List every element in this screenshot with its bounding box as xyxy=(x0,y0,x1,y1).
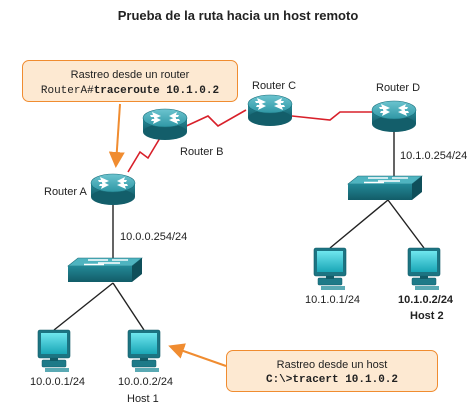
router-c-icon[interactable] xyxy=(247,94,293,127)
router-d-label: Router D xyxy=(376,82,421,94)
host-callout-arrow xyxy=(168,343,227,367)
pc-host2-icon[interactable] xyxy=(407,247,441,291)
left-pc1-ip: 10.0.0.1/24 xyxy=(30,376,86,388)
switch-right-icon[interactable] xyxy=(347,175,423,201)
router-callout-command-line: RouterA#traceroute 10.1.0.2 xyxy=(23,83,237,99)
switch-left-icon[interactable] xyxy=(67,257,143,283)
host-trace-callout: Rastreo desde un host C:\>tracert 10.1.0… xyxy=(226,350,438,392)
router-a-label: Router A xyxy=(44,186,87,198)
host2-ip: 10.1.0.2/24 xyxy=(398,294,454,306)
ethernet-links xyxy=(53,130,425,331)
host-callout-title: Rastreo desde un host xyxy=(276,359,388,371)
router-b-icon[interactable] xyxy=(142,108,188,141)
router-callout-title: Rastreo desde un router xyxy=(70,69,190,81)
router-callout-arrow xyxy=(108,103,125,168)
diagram-title: Prueba de la ruta hacia un host remoto xyxy=(117,8,359,23)
pc-right-1-icon[interactable] xyxy=(313,247,347,291)
pc-left-1-icon[interactable] xyxy=(37,329,71,373)
host1-ip: 10.0.0.2/24 xyxy=(118,376,174,388)
pc-host1-icon[interactable] xyxy=(127,329,161,373)
serial-links xyxy=(127,109,372,173)
gateway-d-label: 10.1.0.254/24 xyxy=(400,150,468,162)
router-d-icon[interactable] xyxy=(371,100,417,133)
router-c-label: Router C xyxy=(252,80,297,92)
host1-name: Host 1 xyxy=(127,393,159,405)
gateway-a-label: 10.0.0.254/24 xyxy=(120,231,188,243)
right-pc1-ip: 10.1.0.1/24 xyxy=(305,294,361,306)
router-command: traceroute 10.1.0.2 xyxy=(93,85,220,97)
router-trace-callout: Rastreo desde un router RouterA#tracerou… xyxy=(22,60,238,102)
router-prompt: RouterA# xyxy=(40,85,94,97)
router-b-label: Router B xyxy=(180,146,224,158)
host-command: C:\>tracert 10.1.0.2 xyxy=(265,374,399,386)
router-a-icon[interactable] xyxy=(90,173,136,206)
host2-name: Host 2 xyxy=(410,310,444,322)
